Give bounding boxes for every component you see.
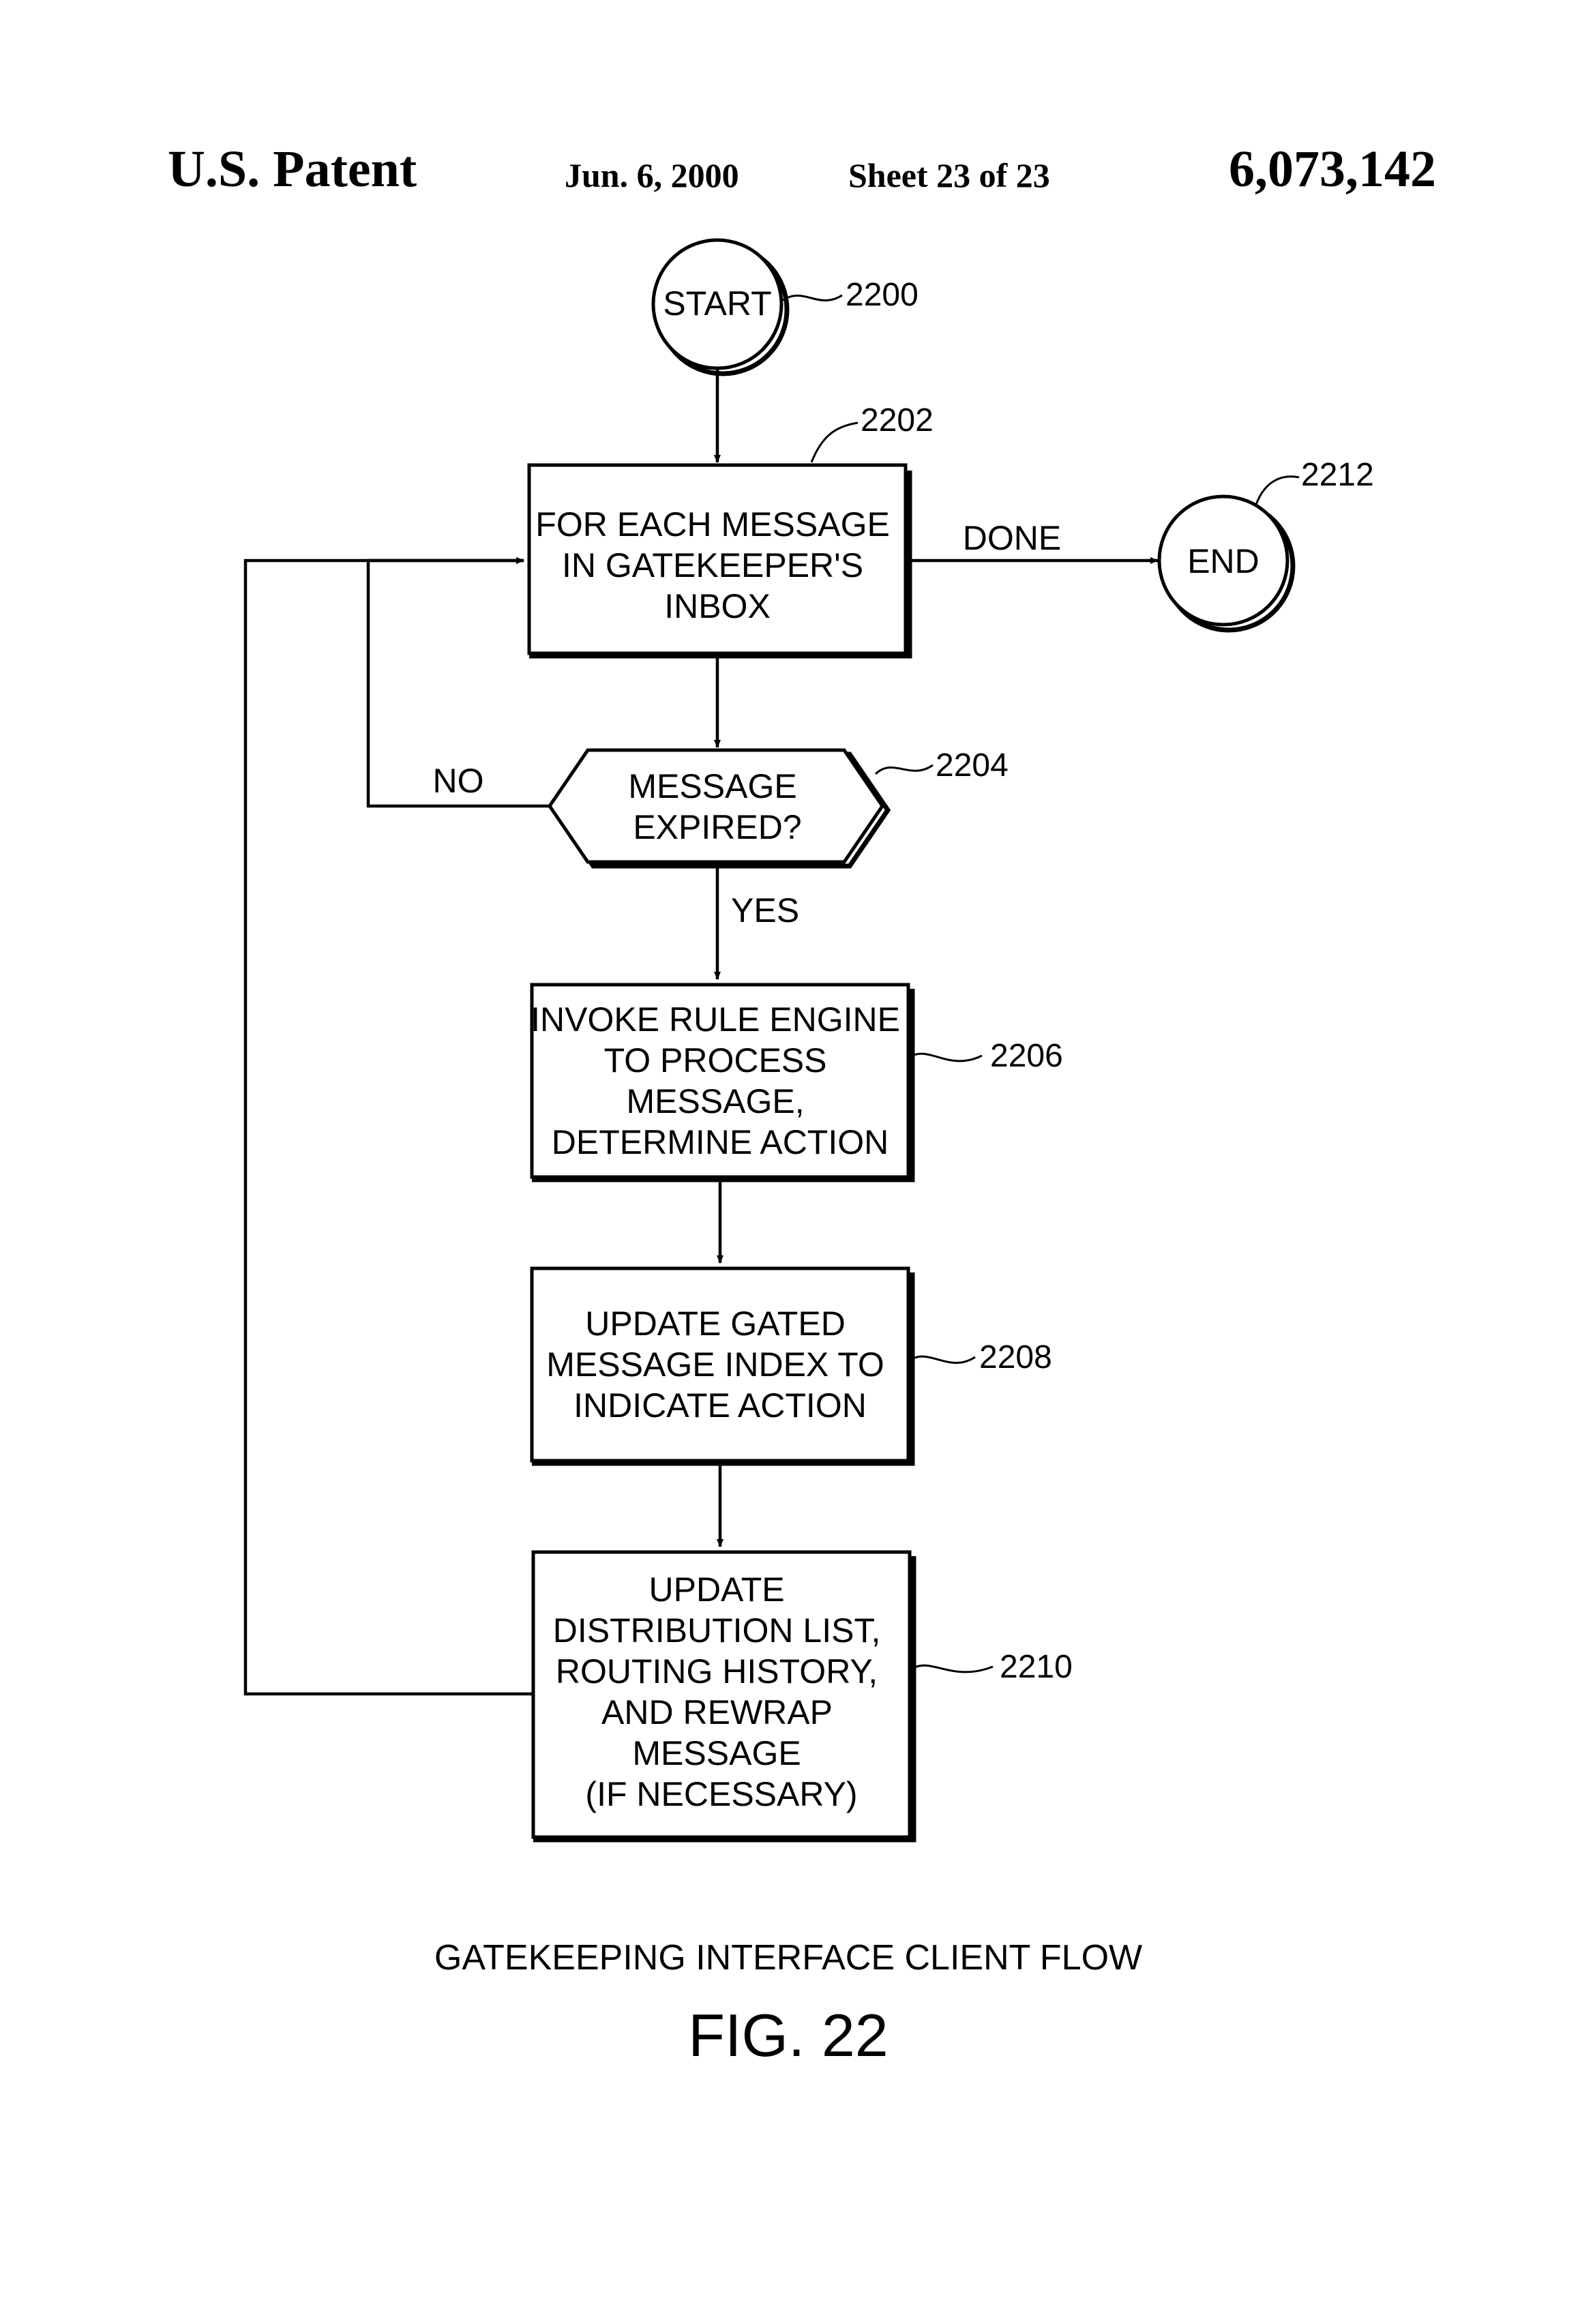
ref-leader-2208	[910, 1356, 975, 1362]
decision-message-expired: MESSAGE EXPIRED?	[550, 750, 888, 866]
distribution-box-line: UPDATE	[648, 1570, 784, 1609]
distribution-box-line: (IF NECESSARY)	[585, 1775, 857, 1813]
rule-box-line: DETERMINE ACTION	[552, 1123, 889, 1161]
distribution-box-line: ROUTING HISTORY,	[556, 1652, 878, 1690]
ref-2212: 2212	[1301, 457, 1374, 493]
no-label: NO	[433, 762, 484, 800]
ref-2200: 2200	[846, 277, 919, 313]
index-box-line: MESSAGE INDEX TO	[546, 1345, 884, 1384]
loop-box-line: INBOX	[664, 587, 771, 625]
update-distribution-box: UPDATE DISTRIBUTION LIST, ROUTING HISTOR…	[533, 1552, 914, 1840]
decision-line: EXPIRED?	[633, 808, 801, 846]
rule-box-line: MESSAGE,	[626, 1082, 804, 1120]
ref-2210: 2210	[1000, 1649, 1073, 1685]
rule-engine-box: INVOKE RULE ENGINE TO PROCESS MESSAGE, D…	[531, 985, 912, 1180]
ref-2208: 2208	[979, 1339, 1052, 1375]
decision-line: MESSAGE	[628, 767, 796, 805]
update-index-box: UPDATE GATED MESSAGE INDEX TO INDICATE A…	[532, 1268, 912, 1463]
ref-leader-2204	[876, 765, 933, 774]
loop-box-line: IN GATEKEEPER'S	[562, 546, 863, 584]
figure-label: FIG. 22	[688, 2001, 888, 2069]
done-label: DONE	[963, 519, 1061, 557]
ref-leader-2200	[783, 295, 842, 301]
ref-leader-2206	[910, 1054, 982, 1061]
ref-2202: 2202	[861, 402, 934, 438]
loop-box-line: FOR EACH MESSAGE	[535, 505, 890, 543]
loop-box: FOR EACH MESSAGE IN GATEKEEPER'S INBOX	[529, 465, 910, 656]
end-label: END	[1187, 542, 1259, 580]
index-box-line: INDICATE ACTION	[573, 1386, 867, 1425]
ref-2204: 2204	[936, 747, 1009, 784]
start-terminal: START	[653, 240, 787, 374]
ref-leader-2202	[811, 423, 858, 462]
arrow-return-loop	[245, 561, 533, 1694]
ref-2206: 2206	[990, 1038, 1063, 1074]
yes-label: YES	[731, 891, 799, 929]
distribution-box-line: AND REWRAP	[601, 1693, 832, 1731]
distribution-box-line: DISTRIBUTION LIST,	[553, 1611, 881, 1650]
distribution-box-line: MESSAGE	[632, 1734, 801, 1772]
index-box-text: UPDATE GATED MESSAGE INDEX TO INDICATE A…	[546, 1305, 893, 1425]
start-label: START	[663, 284, 771, 323]
index-box-line: UPDATE GATED	[585, 1305, 846, 1343]
rule-box-line: TO PROCESS	[604, 1041, 827, 1079]
rule-box-line: INVOKE RULE ENGINE	[531, 1000, 900, 1039]
end-terminal: END	[1159, 496, 1293, 630]
ref-leader-2210	[911, 1665, 993, 1672]
figure-caption: GATEKEEPING INTERFACE CLIENT FLOW	[434, 1938, 1142, 1978]
ref-leader-2212	[1256, 477, 1299, 505]
